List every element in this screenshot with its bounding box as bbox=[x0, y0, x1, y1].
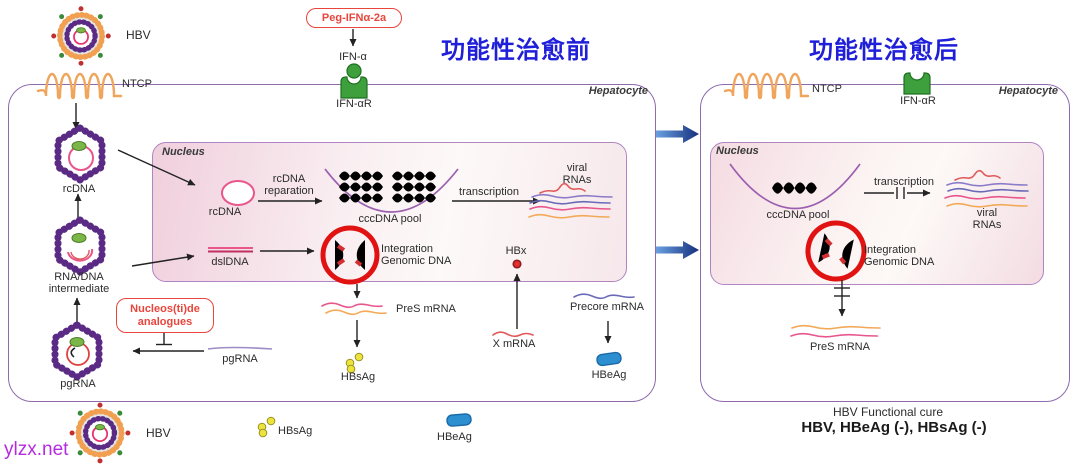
nucleus-right-label: Nucleus bbox=[716, 145, 759, 157]
ifn-alpha-ligand-icon bbox=[346, 63, 362, 79]
viral-rnas-left-icon bbox=[528, 182, 613, 219]
rcdna-circle-icon bbox=[221, 180, 255, 206]
ifn-alpha-label: IFN-α bbox=[339, 51, 367, 63]
hbeag-left-label: HBeAg bbox=[591, 369, 627, 381]
rna-dna-label: RNA/DNA intermediate bbox=[48, 271, 110, 295]
viral-right-line2: RNAs bbox=[972, 218, 1002, 231]
na-label-line2: analogues bbox=[137, 315, 193, 328]
cccdna-single-supercoil-icon bbox=[772, 182, 817, 194]
pgrna-capsid-label: pgRNA bbox=[60, 378, 96, 390]
viral-line1: viral bbox=[566, 162, 588, 174]
hbx-label: HBx bbox=[505, 245, 527, 257]
ifn-receptor-right-label: IFN-αR bbox=[900, 95, 936, 107]
rna-dna-line1: RNA/DNA bbox=[54, 271, 104, 283]
rcdna-capsid-label: rcDNA bbox=[62, 183, 96, 195]
hepatocyte-left-label: Hepatocyte bbox=[588, 85, 648, 97]
integration-right-label: Integration Genomic DNA bbox=[864, 244, 935, 268]
transcription-right-label: transcription bbox=[874, 176, 934, 188]
viral-line2: RNAs bbox=[562, 173, 592, 186]
watermark: ylzx.net bbox=[4, 439, 69, 460]
cccdna-supercoils-left bbox=[339, 171, 436, 203]
viral-rnas-right-label: viral RNAs bbox=[972, 207, 1002, 231]
ntcp-left-label: NTCP bbox=[122, 78, 152, 90]
legend-hbeag-label: HBeAg bbox=[437, 431, 472, 443]
rna-dna-line2: intermediate bbox=[48, 282, 110, 295]
integration-left-line1: Integration bbox=[381, 243, 433, 255]
legend-hbsag-icon bbox=[257, 416, 276, 438]
cccdna-pool-right-label: cccDNA pool bbox=[766, 209, 830, 221]
legend-hbsag-label: HBsAg bbox=[278, 425, 313, 437]
reparation-label: rcDNA reparation bbox=[264, 173, 314, 197]
ifn-receptor-right-icon bbox=[903, 72, 931, 95]
hbeag-capsule-icon bbox=[595, 351, 623, 367]
rcdna-nucleus-label: rcDNA bbox=[208, 206, 242, 218]
integrated-chromosome-right-icon bbox=[805, 220, 867, 282]
pgrna-transcript-label: pgRNA bbox=[222, 353, 258, 365]
x-mrna-icon bbox=[492, 331, 534, 338]
red-highlight-circle-left bbox=[320, 225, 380, 285]
reparation-line2: reparation bbox=[264, 184, 314, 197]
viral-rnas-left-label: viral RNAs bbox=[562, 162, 592, 186]
red-highlight-circle-right bbox=[805, 220, 867, 282]
viral-rnas-right-icon bbox=[944, 169, 1029, 208]
hbv-virion-top-icon bbox=[51, 6, 110, 65]
hbx-protein-icon bbox=[512, 259, 522, 269]
x-mrna-label: X mRNA bbox=[492, 338, 536, 350]
transcription-left-label: transcription bbox=[459, 186, 519, 198]
right-title: 功能性治愈后 bbox=[809, 37, 959, 64]
pgrna-capsid-icon bbox=[55, 325, 99, 377]
left-title: 功能性治愈前 bbox=[441, 37, 591, 64]
pgrna-transcript-icon bbox=[207, 346, 273, 350]
integration-right-line1: Integration bbox=[864, 244, 916, 256]
transition-arrow-bottom bbox=[656, 241, 699, 259]
ntcp-right-label: NTCP bbox=[812, 83, 842, 95]
nucleoside-analogues-box: Nucleos(ti)de analogues bbox=[116, 298, 214, 333]
nucleus-left-label: Nucleus bbox=[162, 146, 205, 158]
pres-mrna-right-icon bbox=[790, 324, 881, 338]
integration-left-line2: Genomic DNA bbox=[381, 254, 452, 267]
integration-left-label: Integration Genomic DNA bbox=[381, 243, 452, 267]
cccdna-pool-bowl-right bbox=[729, 163, 861, 210]
rcdna-capsid-icon bbox=[58, 128, 102, 180]
hbv-virion-bottom-icon bbox=[70, 403, 131, 464]
hbv-bottom-label: HBV bbox=[146, 426, 171, 440]
integrated-chromosome-left-icon bbox=[320, 225, 380, 285]
pres-mrna-left-label: PreS mRNA bbox=[396, 303, 456, 315]
peg-ifn-label: Peg-IFNα-2a bbox=[321, 12, 387, 24]
functional-cure-caption: HBV Functional cure bbox=[832, 405, 944, 419]
blocked-integration-arrow bbox=[834, 280, 850, 317]
cccdna-pool-left-label: cccDNA pool bbox=[358, 213, 422, 225]
hepatocyte-right-label: Hepatocyte bbox=[998, 85, 1058, 97]
pres-mrna-right-label: PreS mRNA bbox=[810, 341, 870, 353]
blocked-transcription-arrow bbox=[864, 187, 931, 199]
dsldna-label: dslDNA bbox=[211, 256, 249, 268]
precore-mrna-icon bbox=[573, 293, 635, 300]
na-label-line1: Nucleos(ti)de bbox=[130, 302, 200, 315]
transition-arrow-top bbox=[656, 125, 699, 143]
ifn-receptor-left-label: IFN-αR bbox=[336, 98, 372, 110]
viral-right-line1: viral bbox=[976, 207, 998, 219]
integration-right-line2: Genomic DNA bbox=[864, 255, 935, 268]
hbsag-particles-icon bbox=[345, 352, 364, 374]
nucleus-right bbox=[710, 142, 1044, 285]
reparation-line1: rcDNA bbox=[272, 173, 306, 185]
hbsag-left-label: HBsAg bbox=[340, 371, 376, 383]
peg-ifn-drug-box: Peg-IFNα-2a bbox=[306, 8, 402, 28]
serology-result-caption: HBV, HBeAg (-), HBsAg (-) bbox=[801, 419, 987, 436]
pres-mrna-left-icon bbox=[321, 302, 387, 316]
ntcp-receptor-right-icon bbox=[723, 72, 810, 100]
legend-hbeag-icon bbox=[445, 412, 473, 428]
hbv-top-label: HBV bbox=[126, 28, 151, 42]
rna-dna-capsid-icon bbox=[58, 220, 102, 272]
ntcp-receptor-left-icon bbox=[36, 72, 123, 100]
ifn-receptor-left-icon bbox=[340, 76, 368, 99]
precore-mrna-label: Precore mRNA bbox=[570, 301, 644, 313]
